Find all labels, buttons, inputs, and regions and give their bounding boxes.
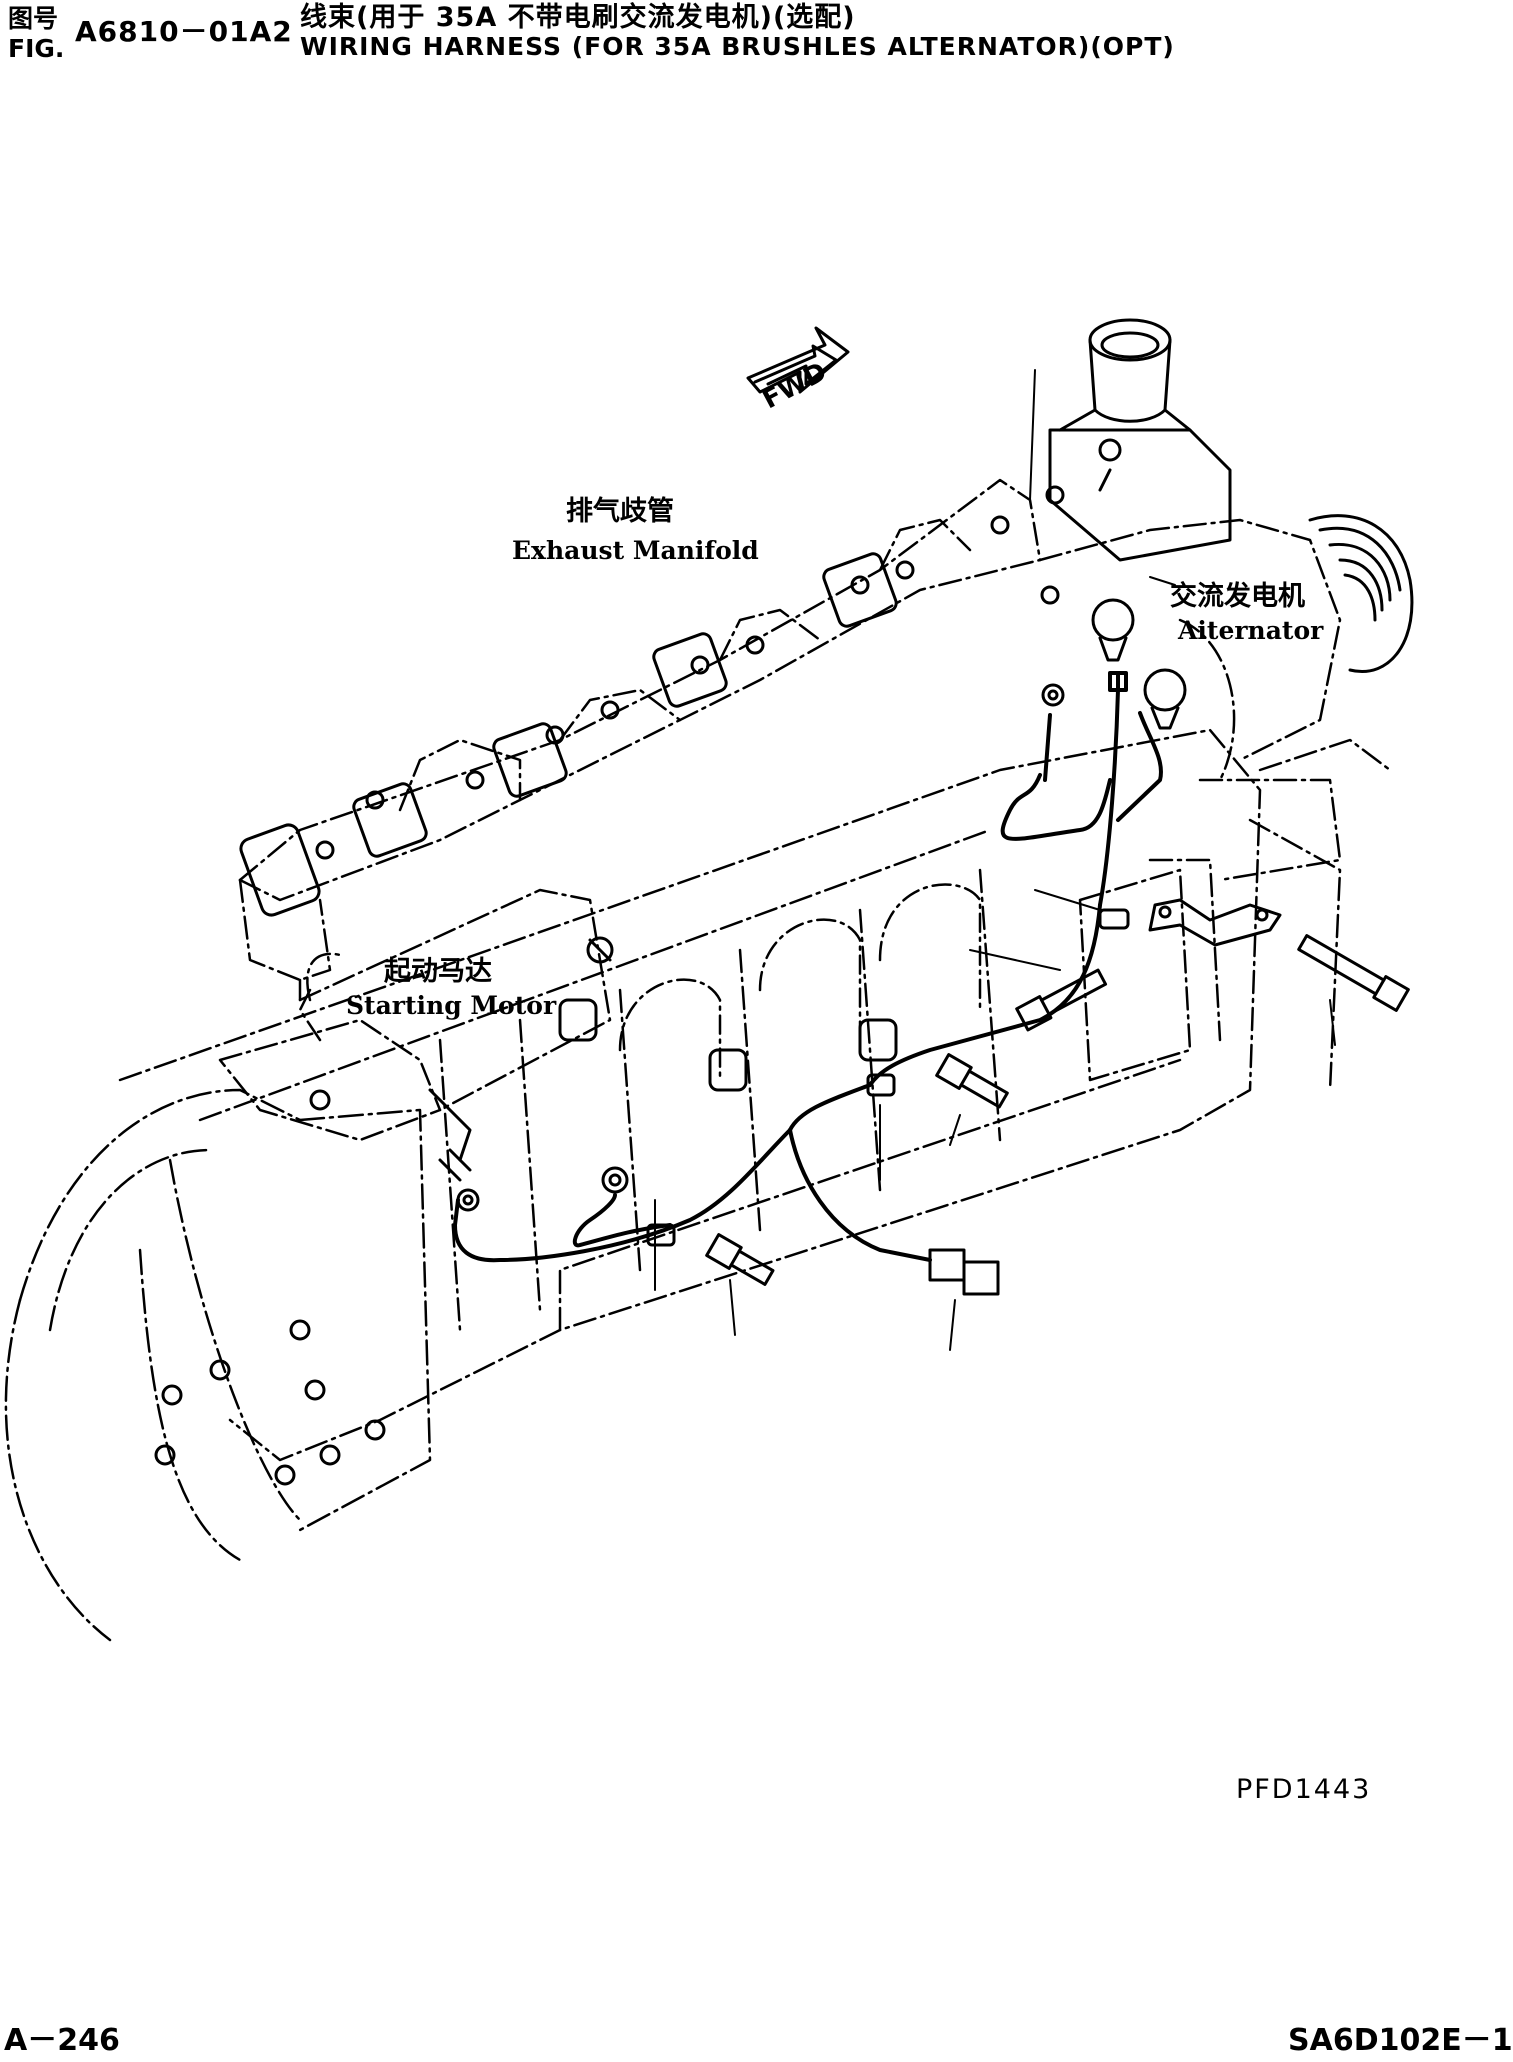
title-cn: 线束(用于 35A 不带电刷交流发电机)(选配) (300, 2, 856, 33)
engine-block-ribs (618, 883, 982, 1082)
wiring-harness (453, 671, 1163, 1263)
label-exhaust-manifold-cn: 排气歧管 (566, 496, 674, 527)
thermostat-housing (1048, 318, 1232, 562)
label-alternator-en: Aiternator (1178, 616, 1324, 645)
flywheel-housing (4, 1088, 432, 1642)
alternator-body (1038, 518, 1392, 882)
page-number: A－246 (4, 2023, 120, 2058)
label-starting-motor-en: Starting Motor (346, 991, 557, 1020)
starting-motor (218, 888, 614, 1182)
block-bosses (558, 998, 898, 1092)
label-exhaust-manifold-en: Exhaust Manifold (512, 536, 759, 565)
figure-label-cn: 图号 (8, 4, 59, 33)
leader-lines (654, 369, 1336, 1351)
manifold-flanges (239, 485, 1065, 917)
figure-number: A6810－01A2 (75, 15, 293, 48)
label-starting-motor-cn: 起动马达 (384, 956, 492, 987)
alternator-pulley (1308, 514, 1414, 673)
model-code: SA6D102E－1 (1288, 2023, 1513, 2058)
drawing-code: PFD1443 (1236, 1774, 1372, 1805)
alternator-bracket (1148, 898, 1282, 947)
fwd-arrow-outline (746, 326, 850, 394)
figure-label-en: FIG. (8, 34, 65, 63)
exhaust-manifold (238, 478, 1042, 1002)
housing-bolt-holes (154, 1089, 386, 1486)
engine-block-outline (118, 728, 1342, 1462)
label-alternator-cn: 交流发电机 (1170, 581, 1305, 612)
harness-terminals (456, 598, 1187, 1296)
bolts (705, 934, 1410, 1286)
title-en: WIRING HARNESS (FOR 35A BRUSHLES ALTERNA… (300, 32, 1175, 61)
